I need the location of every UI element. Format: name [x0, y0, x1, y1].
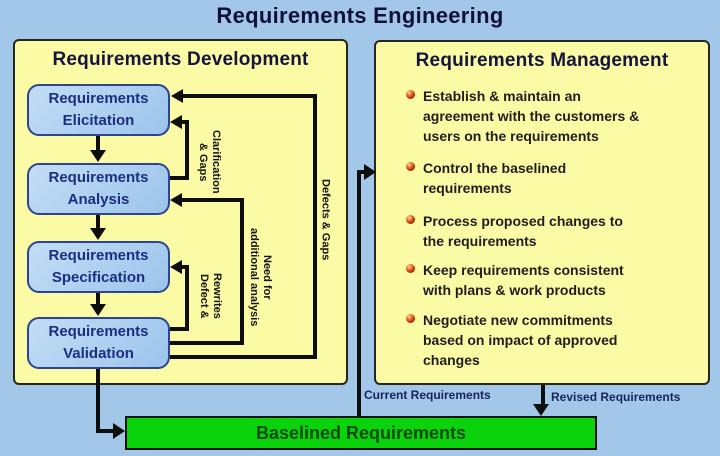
bullet-ball-icon	[406, 162, 415, 171]
bullet-item-negotiate: Negotiate new commitments based on impac…	[406, 310, 696, 370]
label-defects-gaps: Defects & Gaps	[319, 179, 332, 261]
label-defect-rewrites: Defect & Rewrites	[198, 273, 223, 319]
label-clarification-gaps: Clarification & Gaps	[197, 130, 222, 194]
bullet-text: Negotiate new commitments based on impac…	[423, 312, 618, 368]
stage-requirements-analysis: Requirements Analysis	[27, 163, 170, 215]
stage-requirements-elicitation: Requirements Elicitation	[27, 84, 170, 136]
bullet-ball-icon	[406, 90, 415, 99]
label-revised-requirements: Revised Requirements	[551, 390, 681, 404]
bullet-item-establish: Establish & maintain an agreement with t…	[406, 86, 696, 146]
bullet-item-process: Process proposed changes to the requirem…	[406, 211, 696, 251]
stage-requirements-validation: Requirements Validation	[27, 317, 170, 369]
requirements-management-panel: Requirements Management Establish & main…	[374, 40, 710, 385]
stage-requirements-specification: Requirements Specification	[27, 241, 170, 293]
bullet-ball-icon	[406, 264, 415, 273]
bullet-text: Process proposed changes to the requirem…	[423, 213, 623, 249]
management-title: Requirements Management	[415, 50, 669, 71]
label-need-additional-analysis: Need for additional analysis	[248, 227, 273, 327]
bullet-item-consistent: Keep requirements consistent with plans …	[406, 260, 696, 300]
bullet-ball-icon	[406, 314, 415, 323]
development-title: Requirements Development	[52, 49, 309, 70]
page-title: Requirements Engineering	[216, 3, 504, 28]
baselined-requirements-bar: Baselined Requirements	[125, 416, 597, 450]
bullet-item-control: Control the baselined requirements	[406, 158, 696, 198]
bullet-text: Control the baselined requirements	[423, 160, 567, 196]
bullet-ball-icon	[406, 215, 415, 224]
bullet-text: Keep requirements consistent with plans …	[423, 262, 624, 298]
bullet-text: Establish & maintain an agreement with t…	[423, 88, 640, 144]
label-current-requirements: Current Requirements	[364, 388, 491, 402]
